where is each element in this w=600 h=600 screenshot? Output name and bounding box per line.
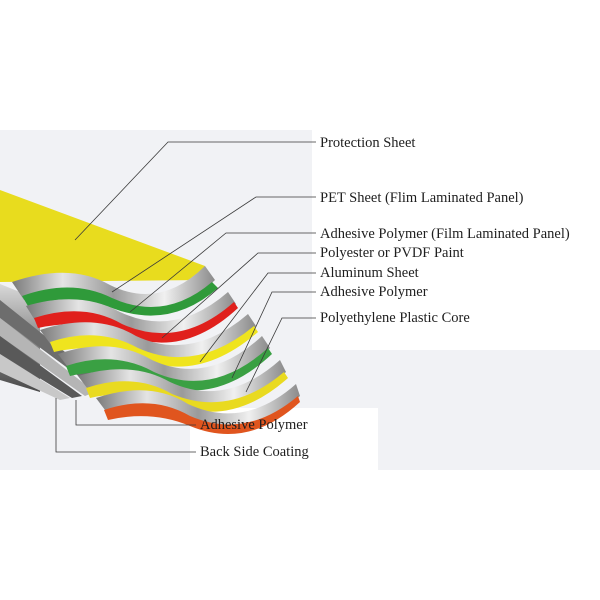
leader-adhesive-polymer-bottom: [75, 400, 196, 426]
layer-pet-sheet: [12, 266, 218, 316]
leader-adhesive-polymer-top: [231, 291, 316, 379]
leader-polyester-pvdf-paint: [161, 252, 316, 339]
leader-protection-sheet: [74, 141, 316, 241]
label-area-top: [312, 130, 600, 350]
label-aluminum-sheet: Aluminum Sheet: [320, 265, 419, 281]
leader-back-side-coating: [55, 398, 196, 453]
panel-edge-front-3: [0, 336, 82, 398]
label-adhesive-polymer-bottom: Adhesive Polymer: [200, 417, 308, 433]
label-adhesive-polymer-film: Adhesive Polymer (Film Laminated Panel): [320, 226, 570, 242]
layer-polyethylene-core: [96, 384, 300, 434]
leader-lines: [55, 141, 316, 453]
panel-edge-front-2: [0, 318, 95, 396]
label-polyethylene-core: Polyethylene Plastic Core: [320, 310, 470, 326]
layer-adhesive-red: [26, 292, 238, 343]
leader-aluminum-sheet: [199, 272, 316, 363]
leader-pet-sheet: [111, 196, 316, 293]
label-protection-sheet: Protection Sheet: [320, 135, 416, 151]
label-back-side-coating: Back Side Coating: [200, 444, 309, 460]
layer-aluminum-green: [58, 336, 272, 391]
panel-edge-front-4: [0, 354, 70, 400]
protection-sheet-layer: [0, 190, 205, 282]
layer-paint-yellow: [40, 314, 258, 367]
label-adhesive-polymer-top: Adhesive Polymer: [320, 284, 428, 300]
leader-adhesive-polymer-film: [129, 232, 316, 313]
label-pet-sheet: PET Sheet (Flim Laminated Panel): [320, 190, 524, 206]
label-polyester-pvdf-paint: Polyester or PVDF Paint: [320, 245, 464, 261]
layer-polymer-yellow: [78, 360, 288, 412]
leader-polyethylene-core: [245, 317, 316, 393]
